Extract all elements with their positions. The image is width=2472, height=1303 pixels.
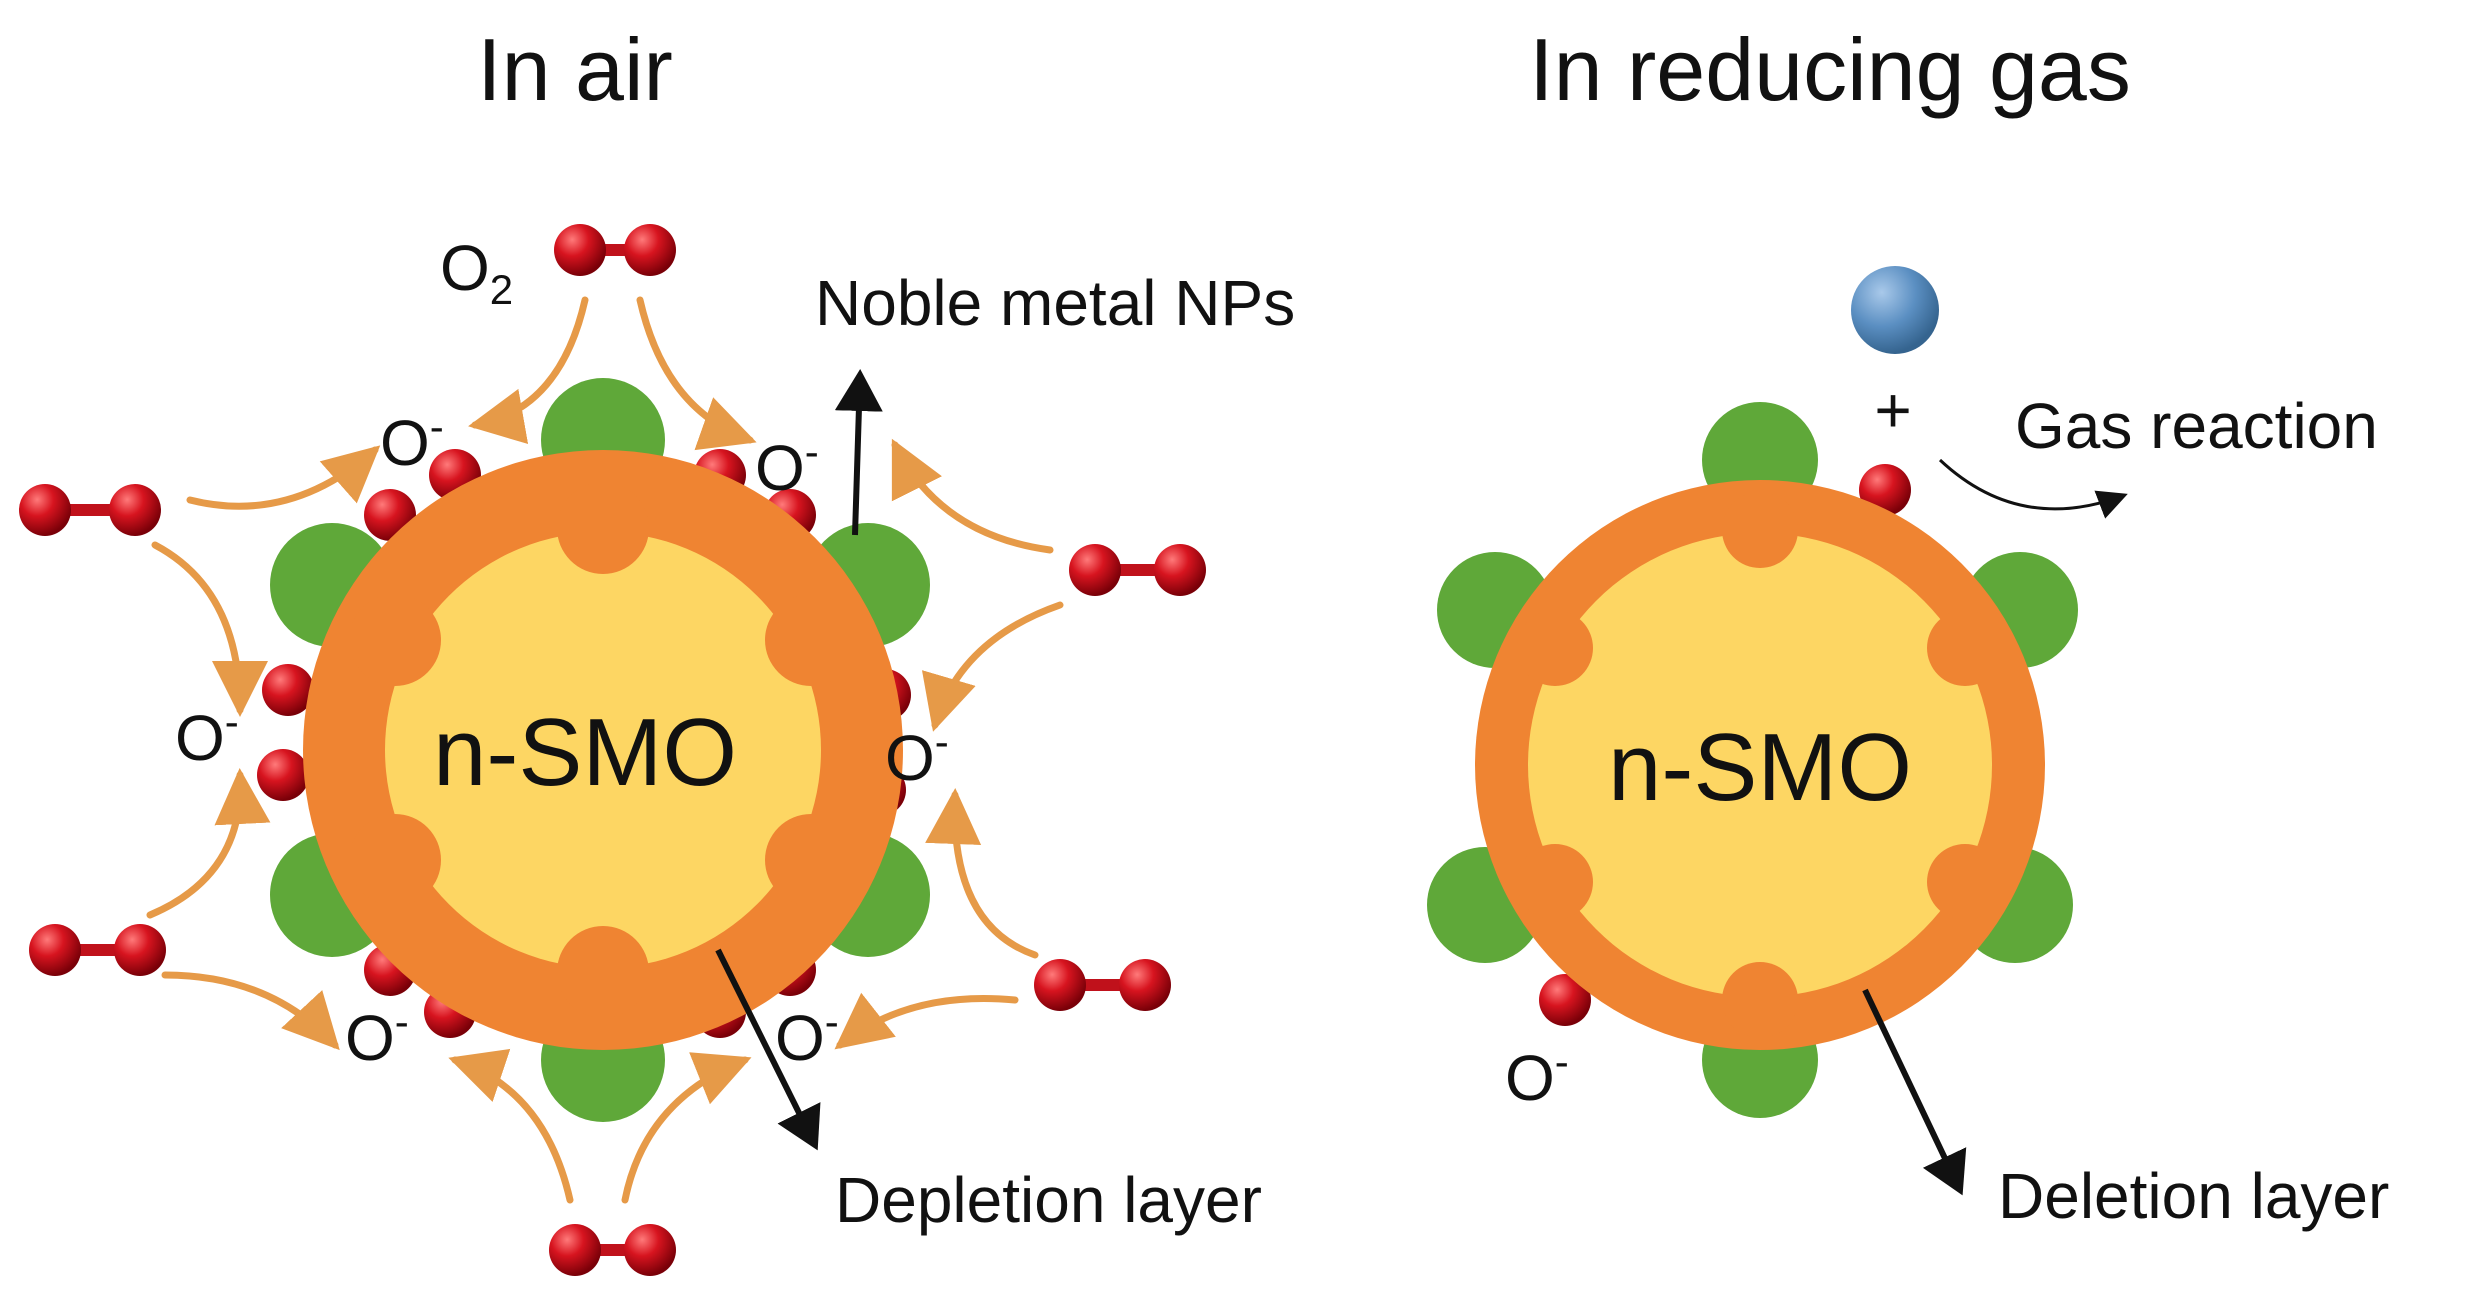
o2-molecule [1034,959,1171,1011]
depletion-layer-label: Depletion layer [835,1164,1262,1236]
n-smo-particle-right: n-SMO [1475,480,2045,1050]
panel-title-in-reducing-gas: In reducing gas [1529,20,2131,119]
oxygen-ion-ball [257,749,309,801]
deletion-layer-label: Deletion layer [1998,1160,2389,1232]
adsorption-arrow [151,541,268,717]
adsorption-arrow [891,438,1054,554]
o2-molecules [19,224,1206,1276]
adsorption-arrow [146,768,271,919]
adsorption-arrow [621,1052,752,1204]
oxygen-ion-label: O- [345,998,409,1074]
oxygen-ion-label: O- [775,998,839,1074]
adsorption-arrow [448,1048,574,1204]
n-smo-core [1528,533,1992,997]
n-smo-particle-left: n-SMO [303,450,903,1050]
adsorption-arrow [186,445,381,510]
adsorption-arrow [161,971,340,1051]
n-smo-core [385,532,821,968]
adsorption-arrow [468,296,589,445]
panel-in-reducing-gas: In reducing gas n-SMO + [1427,20,2389,1232]
gas-reaction-arrow [1938,458,2128,519]
core-label-left: n-SMO [433,699,737,806]
adsorption-arrow [921,601,1064,732]
o2-molecule [554,224,676,276]
plus-sign: + [1874,374,1911,446]
oxygen-ion-label: O- [885,718,949,794]
o2-molecule [549,1224,676,1276]
adsorption-arrow [636,296,757,451]
reducing-gas-molecule [1851,266,1939,354]
adsorption-arrow [834,992,1019,1050]
adsorption-arrow [925,788,1039,959]
depletion-layer-pointer-arrow [715,948,821,1151]
deletion-layer-pointer-arrow [1862,988,1967,1196]
shell-bumps [349,482,857,1018]
oxygen-ion-label: O- [175,698,239,774]
o2-molecule [1069,544,1206,596]
o2-molecule [29,924,166,976]
oxygen-ion-ball [1539,974,1591,1026]
core-label-right: n-SMO [1608,714,1912,821]
adsorption-arrows [146,296,1064,1204]
oxygen-ion-label: O- [755,428,819,504]
noble-metal-label: Noble metal NPs [815,267,1295,339]
oxygen-ion-label: O- [380,403,444,479]
oxygen-ion-labels-left: O- O- O- O- O- O- [175,403,949,1074]
shell-bumps [1517,492,2003,1038]
panel-in-air: In air [19,20,1295,1276]
o2-molecule [19,484,161,536]
o2-label: O2 [440,232,513,313]
oxygen-ion-ball [262,664,314,716]
gas-reaction-label: Gas reaction [2015,390,2378,462]
oxygen-ion-label: O- [1505,1038,1569,1114]
noble-metal-pointer-arrow [834,369,883,536]
panel-title-in-air: In air [477,20,673,119]
